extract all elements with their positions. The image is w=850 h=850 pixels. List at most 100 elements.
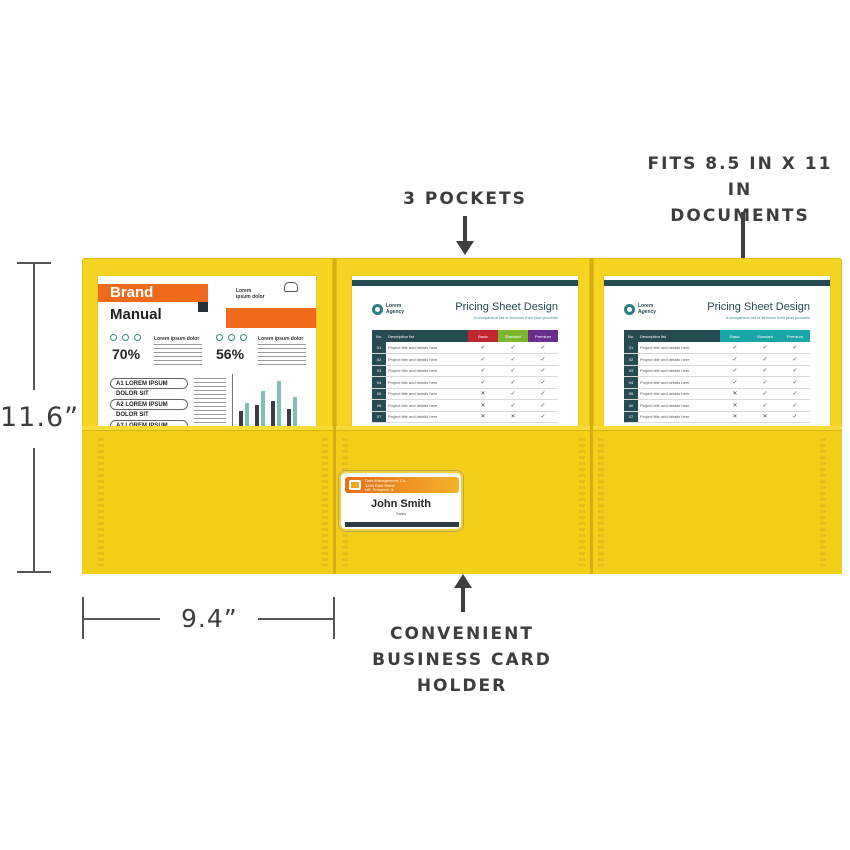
row-description: Project title and details here <box>386 342 468 354</box>
cross-icon: ✕ <box>468 399 498 412</box>
circle-icon <box>134 334 141 341</box>
row-description: Project title and details here <box>638 353 720 366</box>
agency-logo-line1: Lorem <box>386 303 402 309</box>
width-dim-right-tick <box>333 597 335 639</box>
callout-card-line3: HOLDER <box>416 676 508 696</box>
row-description: Project title and details here <box>638 376 720 389</box>
circle-icon <box>216 334 223 341</box>
row-description: Project title and details here <box>386 399 468 412</box>
mini-chart-bar <box>287 409 291 431</box>
check-icon: ✓ <box>780 365 810 377</box>
company-logo-icon <box>349 480 361 490</box>
row-index: 05 <box>372 388 386 400</box>
pricing-header-cell: Premium <box>780 330 810 342</box>
row-index: 02 <box>624 353 638 366</box>
check-icon: ✓ <box>780 399 810 412</box>
brand-manual-mini-chart <box>232 374 300 432</box>
check-icon: ✓ <box>750 399 780 412</box>
check-icon: ✓ <box>780 353 810 366</box>
business-card-footer-bar <box>345 522 459 527</box>
brand-manual-text-block <box>194 378 226 433</box>
cross-icon: ✕ <box>750 411 780 423</box>
callout-pockets: 3 POCKETS <box>395 186 535 212</box>
pricing-subtitle: A comparison list of services their plan… <box>725 315 810 320</box>
row-index: 03 <box>624 365 638 377</box>
pocket-right <box>593 430 842 574</box>
height-dim-label: 11.6” <box>0 402 80 433</box>
pricing-header-cell: No. <box>624 330 638 342</box>
agency-logo-text: Lorem Agency <box>386 303 404 315</box>
width-dim-label: 9.4” <box>181 604 238 633</box>
pricing-header-cell: Basic <box>468 330 498 342</box>
pricing-header-cell: Standard <box>498 330 528 342</box>
pocket-seam <box>98 438 104 566</box>
mini-chart-bar <box>261 391 265 431</box>
pricing-title: Pricing Sheet Design <box>707 301 810 313</box>
check-icon: ✓ <box>528 399 558 412</box>
row-index: 05 <box>624 388 638 400</box>
cross-icon: ✕ <box>720 388 750 400</box>
row-index: 07 <box>372 411 386 423</box>
row-index: 06 <box>372 399 386 412</box>
pocket-seam <box>598 438 604 566</box>
check-icon: ✓ <box>498 388 528 400</box>
brand-manual-pct-56: 56% <box>216 346 245 362</box>
check-icon: ✓ <box>528 376 558 389</box>
check-icon: ✓ <box>780 388 810 400</box>
pockets-arrow-shaft <box>463 216 467 242</box>
agency-logo-icon <box>372 304 383 315</box>
callout-card-line1: CONVENIENT <box>390 624 534 644</box>
brand-manual-lorem-a-line1: Lorem <box>236 288 252 294</box>
brand-manual-document: Brand Manual Lorem ipsum dolor Lorem ips… <box>98 276 316 436</box>
pricing-table: No. Description list Basic Standard Prem… <box>372 330 558 423</box>
pockets-arrow-head <box>456 241 474 255</box>
callout-pockets-text: 3 POCKETS <box>403 189 527 209</box>
brand-manual-square <box>198 302 208 312</box>
check-icon: ✓ <box>498 399 528 412</box>
mini-chart-bar <box>271 401 275 431</box>
agency-logo-icon <box>624 304 635 315</box>
check-icon: ✓ <box>498 342 528 354</box>
check-icon: ✓ <box>528 353 558 366</box>
circle-icon <box>110 334 117 341</box>
callout-card-holder: CONVENIENT BUSINESS CARD HOLDER <box>372 621 552 699</box>
check-icon: ✓ <box>750 365 780 377</box>
pricing-table-header-row: No. Description list Basic Standard Prem… <box>372 330 558 342</box>
business-card: Data Management, Co. 1234 East Street NE… <box>338 470 464 532</box>
check-icon: ✓ <box>750 388 780 400</box>
agency-logo-line2: Agency <box>386 309 405 315</box>
mini-chart-bar <box>245 403 249 431</box>
check-icon: ✓ <box>750 353 780 366</box>
pocket-seam <box>322 438 328 566</box>
height-dim-line-upper <box>33 262 35 390</box>
pocket-seam <box>579 438 585 566</box>
row-description: Project title and details here <box>638 411 720 423</box>
pocket-seam <box>820 438 826 566</box>
check-icon: ✓ <box>750 376 780 389</box>
callout-card-line2: BUSINESS CARD <box>372 650 552 670</box>
width-dim-line-right <box>258 618 334 620</box>
brand-manual-pct-70: 70% <box>112 346 141 362</box>
brand-manual-title-manual: Manual <box>110 306 162 323</box>
business-card-company-line1: Data Management, Co. <box>365 478 407 483</box>
width-dim-line-left <box>82 618 160 620</box>
brand-manual-lorem-d: Lorem ipsum dolor <box>258 336 304 342</box>
check-icon: ✓ <box>468 376 498 389</box>
brand-manual-lorem-a: Lorem ipsum dolor <box>236 288 265 300</box>
business-card-name: John Smith <box>371 498 431 510</box>
circle-icon <box>122 334 129 341</box>
brand-manual-orange-bar <box>226 308 316 328</box>
check-icon: ✓ <box>720 342 750 354</box>
row-description: Project title and details here <box>638 342 720 354</box>
